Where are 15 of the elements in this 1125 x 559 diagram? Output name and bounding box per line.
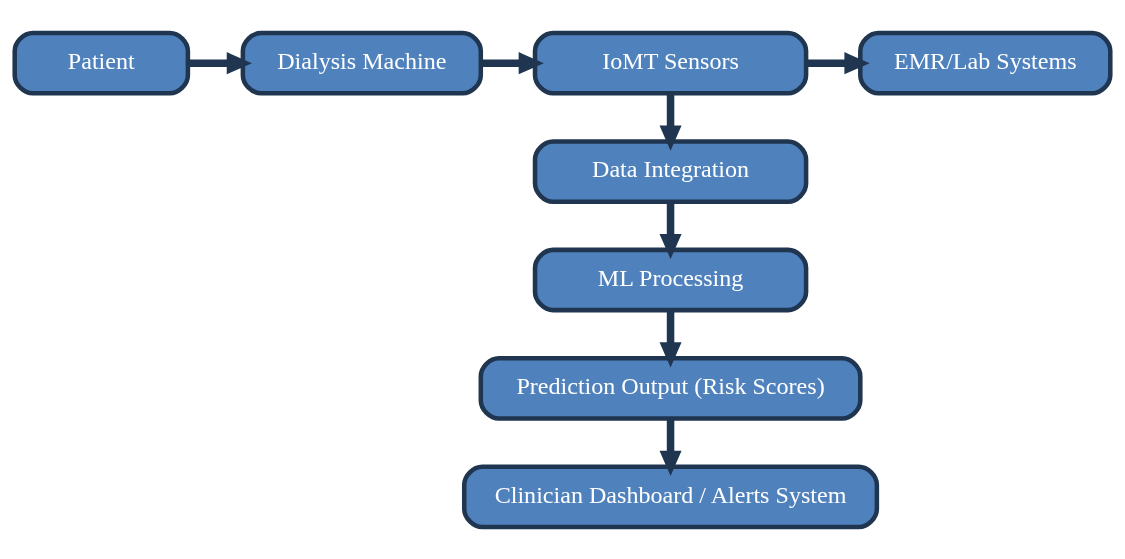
- arrow: [659, 201, 682, 259]
- node-box: EMR/Lab Systems: [858, 30, 1113, 96]
- arrow: [659, 418, 682, 476]
- arrow: [481, 51, 544, 74]
- arrow: [806, 51, 870, 74]
- node-box: ML Processing: [532, 247, 809, 312]
- node-box: Dialysis Machine: [240, 30, 484, 96]
- arrow: [659, 309, 682, 368]
- node-box: Clinician Dashboard / Alerts System: [462, 464, 880, 529]
- node-box: Prediction Output (Risk Scores): [478, 355, 863, 421]
- node-box: Patient: [12, 30, 191, 96]
- arrow: [188, 51, 252, 74]
- node-box: Data Integration: [532, 138, 809, 204]
- arrow: [659, 92, 682, 151]
- node-box: IoMT Sensors: [532, 30, 809, 96]
